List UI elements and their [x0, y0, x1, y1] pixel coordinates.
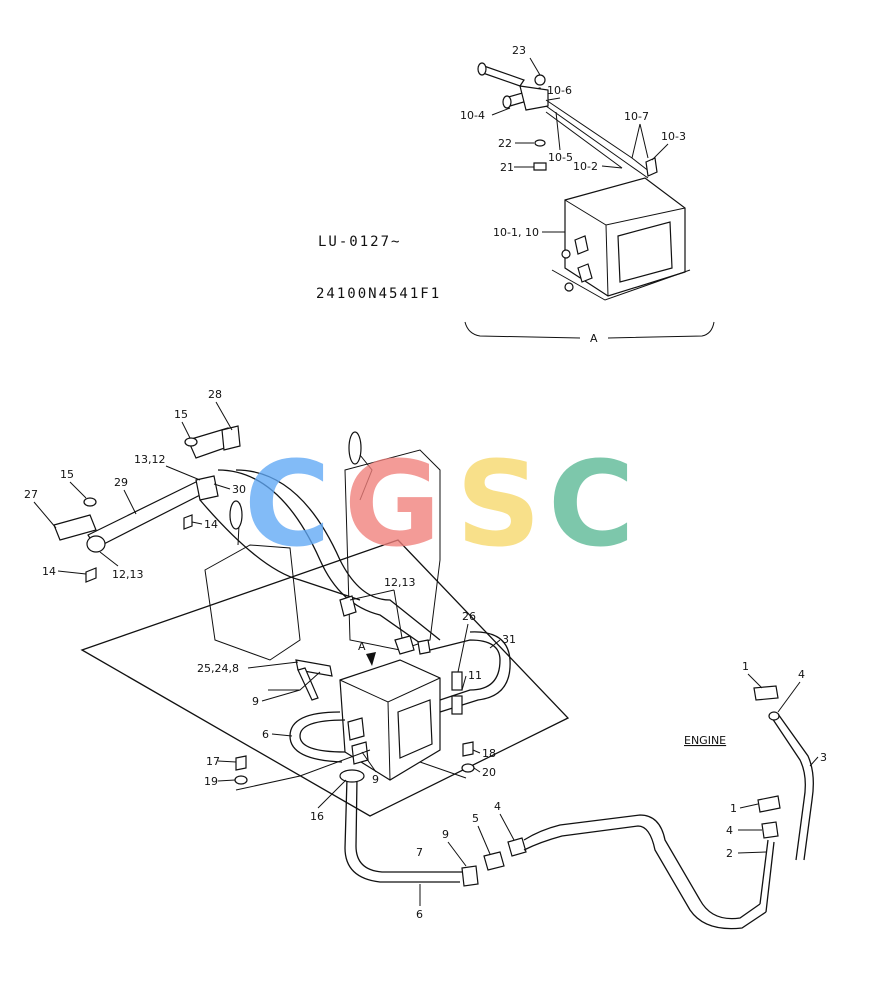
- watermark-letter-2: G: [344, 435, 441, 573]
- callout-4c: 4: [494, 800, 501, 813]
- washer-19: [234, 775, 248, 785]
- callout-12-13b: 12,13: [384, 576, 416, 589]
- part-number-label: 24100N4541F1: [316, 286, 441, 302]
- detail-a-callouts: 23 10-6 10-4 10-7 10-3 22 10-5 10-2 21 1…: [460, 44, 686, 239]
- callout-17: 17: [206, 755, 220, 768]
- callout-7: 7: [416, 846, 423, 859]
- watermark-letter-3: S: [456, 435, 541, 573]
- watermark-letter-1: C: [244, 435, 331, 573]
- callout-2: 2: [726, 847, 733, 860]
- detail-a-assembly: [477, 62, 691, 301]
- watermark-letter-4: C: [548, 435, 635, 573]
- bolt-18: [462, 741, 474, 757]
- operator-area: [204, 431, 441, 661]
- callout-3: 3: [820, 751, 827, 764]
- callout-10-6: 10-6: [547, 84, 572, 97]
- callout-4a: 4: [798, 668, 805, 681]
- callout-28: 28: [208, 388, 222, 401]
- hose-run: [339, 685, 814, 930]
- detail-a-bracket: [464, 321, 715, 339]
- callout-10-5: 10-5: [548, 151, 573, 164]
- callout-9a: 9: [252, 695, 259, 708]
- callout-9c: 9: [442, 828, 449, 841]
- callout-23: 23: [512, 44, 526, 57]
- cgsc-watermark: C G S C: [244, 435, 635, 573]
- callout-14b: 14: [42, 565, 56, 578]
- callout-21: 21: [500, 161, 514, 174]
- callout-10-2: 10-2: [573, 160, 598, 173]
- serial-range-label: LU-0127~: [318, 234, 401, 250]
- callout-19: 19: [204, 775, 218, 788]
- callout-13-12: 13,12: [134, 453, 166, 466]
- callout-29: 29: [114, 476, 128, 489]
- main-callouts: 28 15 13,12 15 29 30 27 14 14 12,13 12,1…: [24, 388, 827, 921]
- lever-assembly: [53, 425, 441, 655]
- callout-4b: 4: [726, 824, 733, 837]
- callout-15a: 15: [174, 408, 188, 421]
- callout-10-1-10: 10-1, 10: [493, 226, 539, 239]
- callout-6a: 6: [262, 728, 269, 741]
- callout-27: 27: [24, 488, 38, 501]
- callout-25-24-8: 25,24,8: [197, 662, 239, 675]
- engine-label: ENGINE: [684, 734, 726, 747]
- detail-a-bracket-label: A: [590, 332, 598, 345]
- callout-11: 11: [468, 669, 482, 682]
- callout-30: 30: [232, 483, 246, 496]
- callout-14a: 14: [204, 518, 218, 531]
- callout-1a: 1: [742, 660, 749, 673]
- callout-5: 5: [472, 812, 479, 825]
- callout-26: 26: [462, 610, 476, 623]
- callout-22: 22: [498, 137, 512, 150]
- callout-20: 20: [482, 766, 496, 779]
- callout-10-7: 10-7: [624, 110, 649, 123]
- callout-16: 16: [310, 810, 324, 823]
- pointer-a-label: A: [358, 640, 366, 653]
- callout-6b: 6: [416, 908, 423, 921]
- callout-31: 31: [502, 633, 516, 646]
- washer-20: [461, 763, 475, 773]
- callout-9b: 9: [372, 773, 379, 786]
- callout-12-13a: 12,13: [112, 568, 144, 581]
- bolt-17: [235, 755, 247, 771]
- callout-10-4: 10-4: [460, 109, 485, 122]
- callout-18: 18: [482, 747, 496, 760]
- pointer-a-arrow: [366, 652, 376, 666]
- callout-15b: 15: [60, 468, 74, 481]
- main-valve-box: [268, 631, 511, 781]
- callout-10-3: 10-3: [661, 130, 686, 143]
- callout-1b: 1: [730, 802, 737, 815]
